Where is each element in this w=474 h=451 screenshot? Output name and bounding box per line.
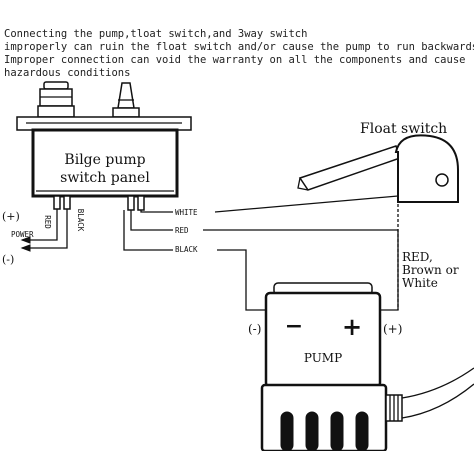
black-wire-stub bbox=[123, 210, 173, 251]
float-wire-label-2: Brown or bbox=[402, 263, 459, 277]
pump-intake-slot-3 bbox=[330, 411, 344, 451]
red-wire-arrow bbox=[20, 236, 31, 244]
terminal-lug-right-2 bbox=[137, 195, 145, 211]
float-switch-pivot bbox=[435, 173, 449, 187]
pump-pos-terminal: (+) bbox=[383, 322, 402, 336]
power-label: POWER bbox=[11, 230, 34, 239]
pump-label: PUMP bbox=[304, 351, 342, 365]
pump: − + PUMP (-) (+) bbox=[248, 282, 474, 451]
terminal-lug-left-1 bbox=[53, 195, 61, 210]
connection-wires bbox=[203, 195, 399, 311]
push-button-base bbox=[37, 105, 75, 118]
white-to-float-wire bbox=[214, 195, 399, 213]
float-switch-title: Float switch bbox=[360, 121, 447, 137]
pump-plus-symbol: + bbox=[342, 312, 362, 341]
warning-line-2: improperly can ruin the float switch and… bbox=[4, 41, 474, 53]
black-wire-arrow bbox=[20, 244, 31, 252]
pump-neg-terminal: (-) bbox=[248, 322, 261, 336]
black-power-wire bbox=[22, 209, 68, 249]
float-arm bbox=[298, 145, 401, 191]
warning-line-3: Improper connection can void the warrant… bbox=[4, 54, 465, 66]
switch-panel: Bilge pump switch panel bbox=[16, 81, 192, 198]
red-power-wire bbox=[22, 209, 58, 241]
warning-line-4: hazardous conditions bbox=[4, 67, 130, 79]
red-wire-stub bbox=[130, 210, 173, 231]
toggle-lever bbox=[117, 82, 135, 109]
outlet-hose-top bbox=[401, 367, 474, 399]
minus-label-left: (-) bbox=[2, 253, 14, 266]
float-wire-label-3: White bbox=[402, 276, 438, 290]
red-label-left: RED bbox=[43, 215, 52, 229]
panel-output-wires: WHITE RED BLACK bbox=[123, 195, 198, 254]
power-wires: RED BLACK (+) POWER (-) bbox=[2, 195, 85, 266]
pump-intake-slot-2 bbox=[305, 411, 319, 451]
panel-label-line-2: switch panel bbox=[60, 170, 150, 186]
panel-label-line-1: Bilge pump bbox=[64, 152, 145, 168]
terminal-lug-right-1 bbox=[127, 195, 135, 211]
float-wire-label-1: RED, bbox=[402, 250, 433, 264]
push-button-cap bbox=[43, 81, 69, 90]
terminal-lug-left-2 bbox=[63, 195, 71, 210]
black-label-right: BLACK bbox=[175, 245, 198, 254]
toggle-base bbox=[112, 107, 140, 118]
warning-text: Connecting the pump,tloat switch,and 3wa… bbox=[4, 28, 474, 79]
black-to-pump-wire bbox=[217, 249, 270, 311]
red-label-right: RED bbox=[175, 226, 189, 235]
white-label: WHITE bbox=[175, 208, 198, 217]
float-switch: Float switch RED, Brown or White bbox=[297, 121, 459, 290]
outlet-hose-bottom bbox=[401, 383, 474, 419]
pump-minus-symbol: − bbox=[285, 313, 303, 339]
pump-upper-body bbox=[264, 291, 382, 389]
white-wire-stub bbox=[140, 210, 173, 213]
pump-intake-slot-4 bbox=[355, 411, 369, 451]
warning-line-1: Connecting the pump,tloat switch,and 3wa… bbox=[4, 28, 307, 40]
pump-intake-slot-1 bbox=[280, 411, 294, 451]
float-switch-body bbox=[394, 134, 459, 203]
panel-box bbox=[31, 128, 179, 198]
plus-label-left: (+) bbox=[2, 210, 20, 223]
black-label-left: BLACK bbox=[76, 209, 85, 232]
